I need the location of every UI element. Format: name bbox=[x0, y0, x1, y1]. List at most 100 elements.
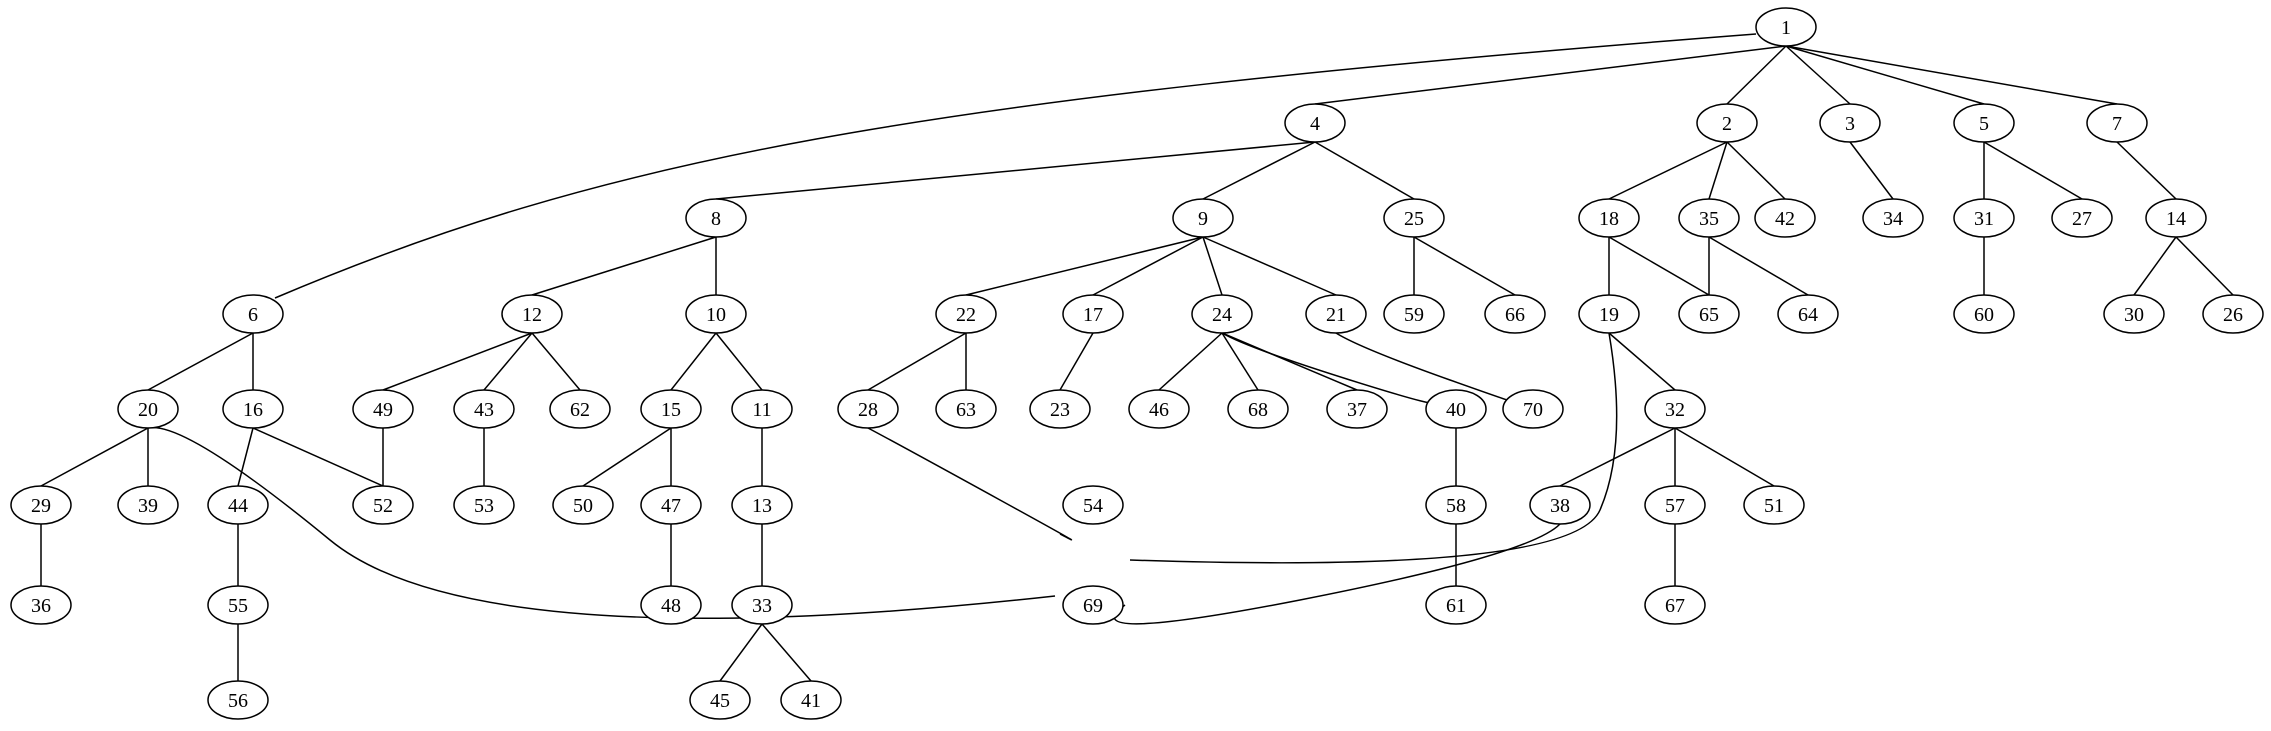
node-25: 25 bbox=[1383, 198, 1445, 238]
edge-20-69 bbox=[147, 426, 1056, 619]
node-ellipse bbox=[453, 389, 515, 429]
edge-1-7 bbox=[1785, 45, 2118, 105]
node-44: 44 bbox=[207, 485, 269, 525]
node-label: 24 bbox=[1212, 304, 1232, 326]
edge-4-9 bbox=[1202, 141, 1316, 200]
node-label: 29 bbox=[31, 495, 51, 517]
node-label: 22 bbox=[956, 304, 976, 326]
node-48: 48 bbox=[640, 585, 702, 625]
node-2: 2 bbox=[1696, 103, 1758, 143]
node-59: 59 bbox=[1383, 294, 1445, 334]
node-label: 12 bbox=[522, 304, 542, 326]
node-label: 61 bbox=[1446, 595, 1466, 617]
node-ellipse bbox=[2202, 294, 2264, 334]
node-54: 54 bbox=[1062, 485, 1124, 525]
node-29: 29 bbox=[10, 485, 72, 525]
node-ellipse bbox=[1819, 103, 1881, 143]
node-label: 45 bbox=[710, 690, 730, 712]
node-label: 70 bbox=[1523, 399, 1543, 421]
node-4: 4 bbox=[1284, 103, 1346, 143]
node-50: 50 bbox=[552, 485, 614, 525]
node-ellipse bbox=[453, 485, 515, 525]
node-ellipse bbox=[207, 680, 269, 720]
node-22: 22 bbox=[935, 294, 997, 334]
node-66: 66 bbox=[1484, 294, 1546, 334]
node-label: 23 bbox=[1050, 399, 1070, 421]
node-21: 21 bbox=[1305, 294, 1367, 334]
node-68: 68 bbox=[1227, 389, 1289, 429]
node-label: 51 bbox=[1764, 495, 1784, 517]
node-69: 69 bbox=[1062, 585, 1124, 625]
node-ellipse bbox=[552, 485, 614, 525]
node-ellipse bbox=[10, 585, 72, 625]
node-ellipse bbox=[1644, 485, 1706, 525]
edge-12-62 bbox=[531, 332, 581, 391]
node-39: 39 bbox=[117, 485, 179, 525]
edge-15-50 bbox=[582, 427, 672, 487]
node-ellipse bbox=[2103, 294, 2165, 334]
edge-25-66 bbox=[1413, 236, 1516, 296]
node-label: 2 bbox=[1722, 113, 1732, 135]
node-45: 45 bbox=[689, 680, 751, 720]
node-ellipse bbox=[685, 198, 747, 238]
node-3: 3 bbox=[1819, 103, 1881, 143]
node-ellipse bbox=[2051, 198, 2113, 238]
node-53: 53 bbox=[453, 485, 515, 525]
node-label: 35 bbox=[1699, 208, 1719, 230]
edge-8-12 bbox=[531, 236, 717, 296]
node-28: 28 bbox=[837, 389, 899, 429]
node-ellipse bbox=[1425, 485, 1487, 525]
node-label: 28 bbox=[858, 399, 878, 421]
node-ellipse bbox=[1062, 294, 1124, 334]
edge-33-45 bbox=[719, 623, 763, 682]
edge-24-37 bbox=[1221, 332, 1358, 391]
edge-2-35 bbox=[1708, 141, 1728, 200]
node-label: 67 bbox=[1665, 595, 1685, 617]
node-ellipse bbox=[1425, 389, 1487, 429]
node-18: 18 bbox=[1578, 198, 1640, 238]
node-7: 7 bbox=[2086, 103, 2148, 143]
node-ellipse bbox=[1172, 198, 1234, 238]
edge-24-46 bbox=[1158, 332, 1223, 391]
node-label: 57 bbox=[1665, 495, 1685, 517]
node-ellipse bbox=[10, 485, 72, 525]
node-ellipse bbox=[685, 294, 747, 334]
node-label: 46 bbox=[1149, 399, 1169, 421]
node-ellipse bbox=[640, 389, 702, 429]
node-ellipse bbox=[1383, 198, 1445, 238]
node-ellipse bbox=[207, 585, 269, 625]
node-ellipse bbox=[1502, 389, 1564, 429]
edge-19-32 bbox=[1608, 332, 1676, 391]
node-ellipse bbox=[352, 389, 414, 429]
node-8: 8 bbox=[685, 198, 747, 238]
node-label: 27 bbox=[2072, 208, 2092, 230]
edge-38-69 bbox=[1113, 523, 1561, 625]
node-ellipse bbox=[1383, 294, 1445, 334]
node-label: 55 bbox=[228, 595, 248, 617]
edge-2-18 bbox=[1608, 141, 1728, 200]
node-label: 4 bbox=[1310, 113, 1320, 135]
node-57: 57 bbox=[1644, 485, 1706, 525]
node-ellipse bbox=[731, 389, 793, 429]
node-ellipse bbox=[1062, 585, 1124, 625]
edge-10-11 bbox=[715, 332, 763, 391]
node-ellipse bbox=[117, 389, 179, 429]
node-ellipse bbox=[2086, 103, 2148, 143]
node-12: 12 bbox=[501, 294, 563, 334]
node-label: 17 bbox=[1083, 304, 1103, 326]
edge-1-3 bbox=[1785, 45, 1851, 105]
node-ellipse bbox=[222, 389, 284, 429]
edge-9-24 bbox=[1202, 236, 1223, 296]
node-ellipse bbox=[1191, 294, 1253, 334]
edge-32-38 bbox=[1559, 427, 1676, 487]
node-6: 6 bbox=[222, 294, 284, 334]
node-ellipse bbox=[1284, 103, 1346, 143]
node-label: 68 bbox=[1248, 399, 1268, 421]
node-5: 5 bbox=[1953, 103, 2015, 143]
node-37: 37 bbox=[1326, 389, 1388, 429]
node-35: 35 bbox=[1678, 198, 1740, 238]
node-34: 34 bbox=[1862, 198, 1924, 238]
edge-32-51 bbox=[1674, 427, 1775, 487]
edge-17-23 bbox=[1059, 332, 1094, 391]
node-49: 49 bbox=[352, 389, 414, 429]
